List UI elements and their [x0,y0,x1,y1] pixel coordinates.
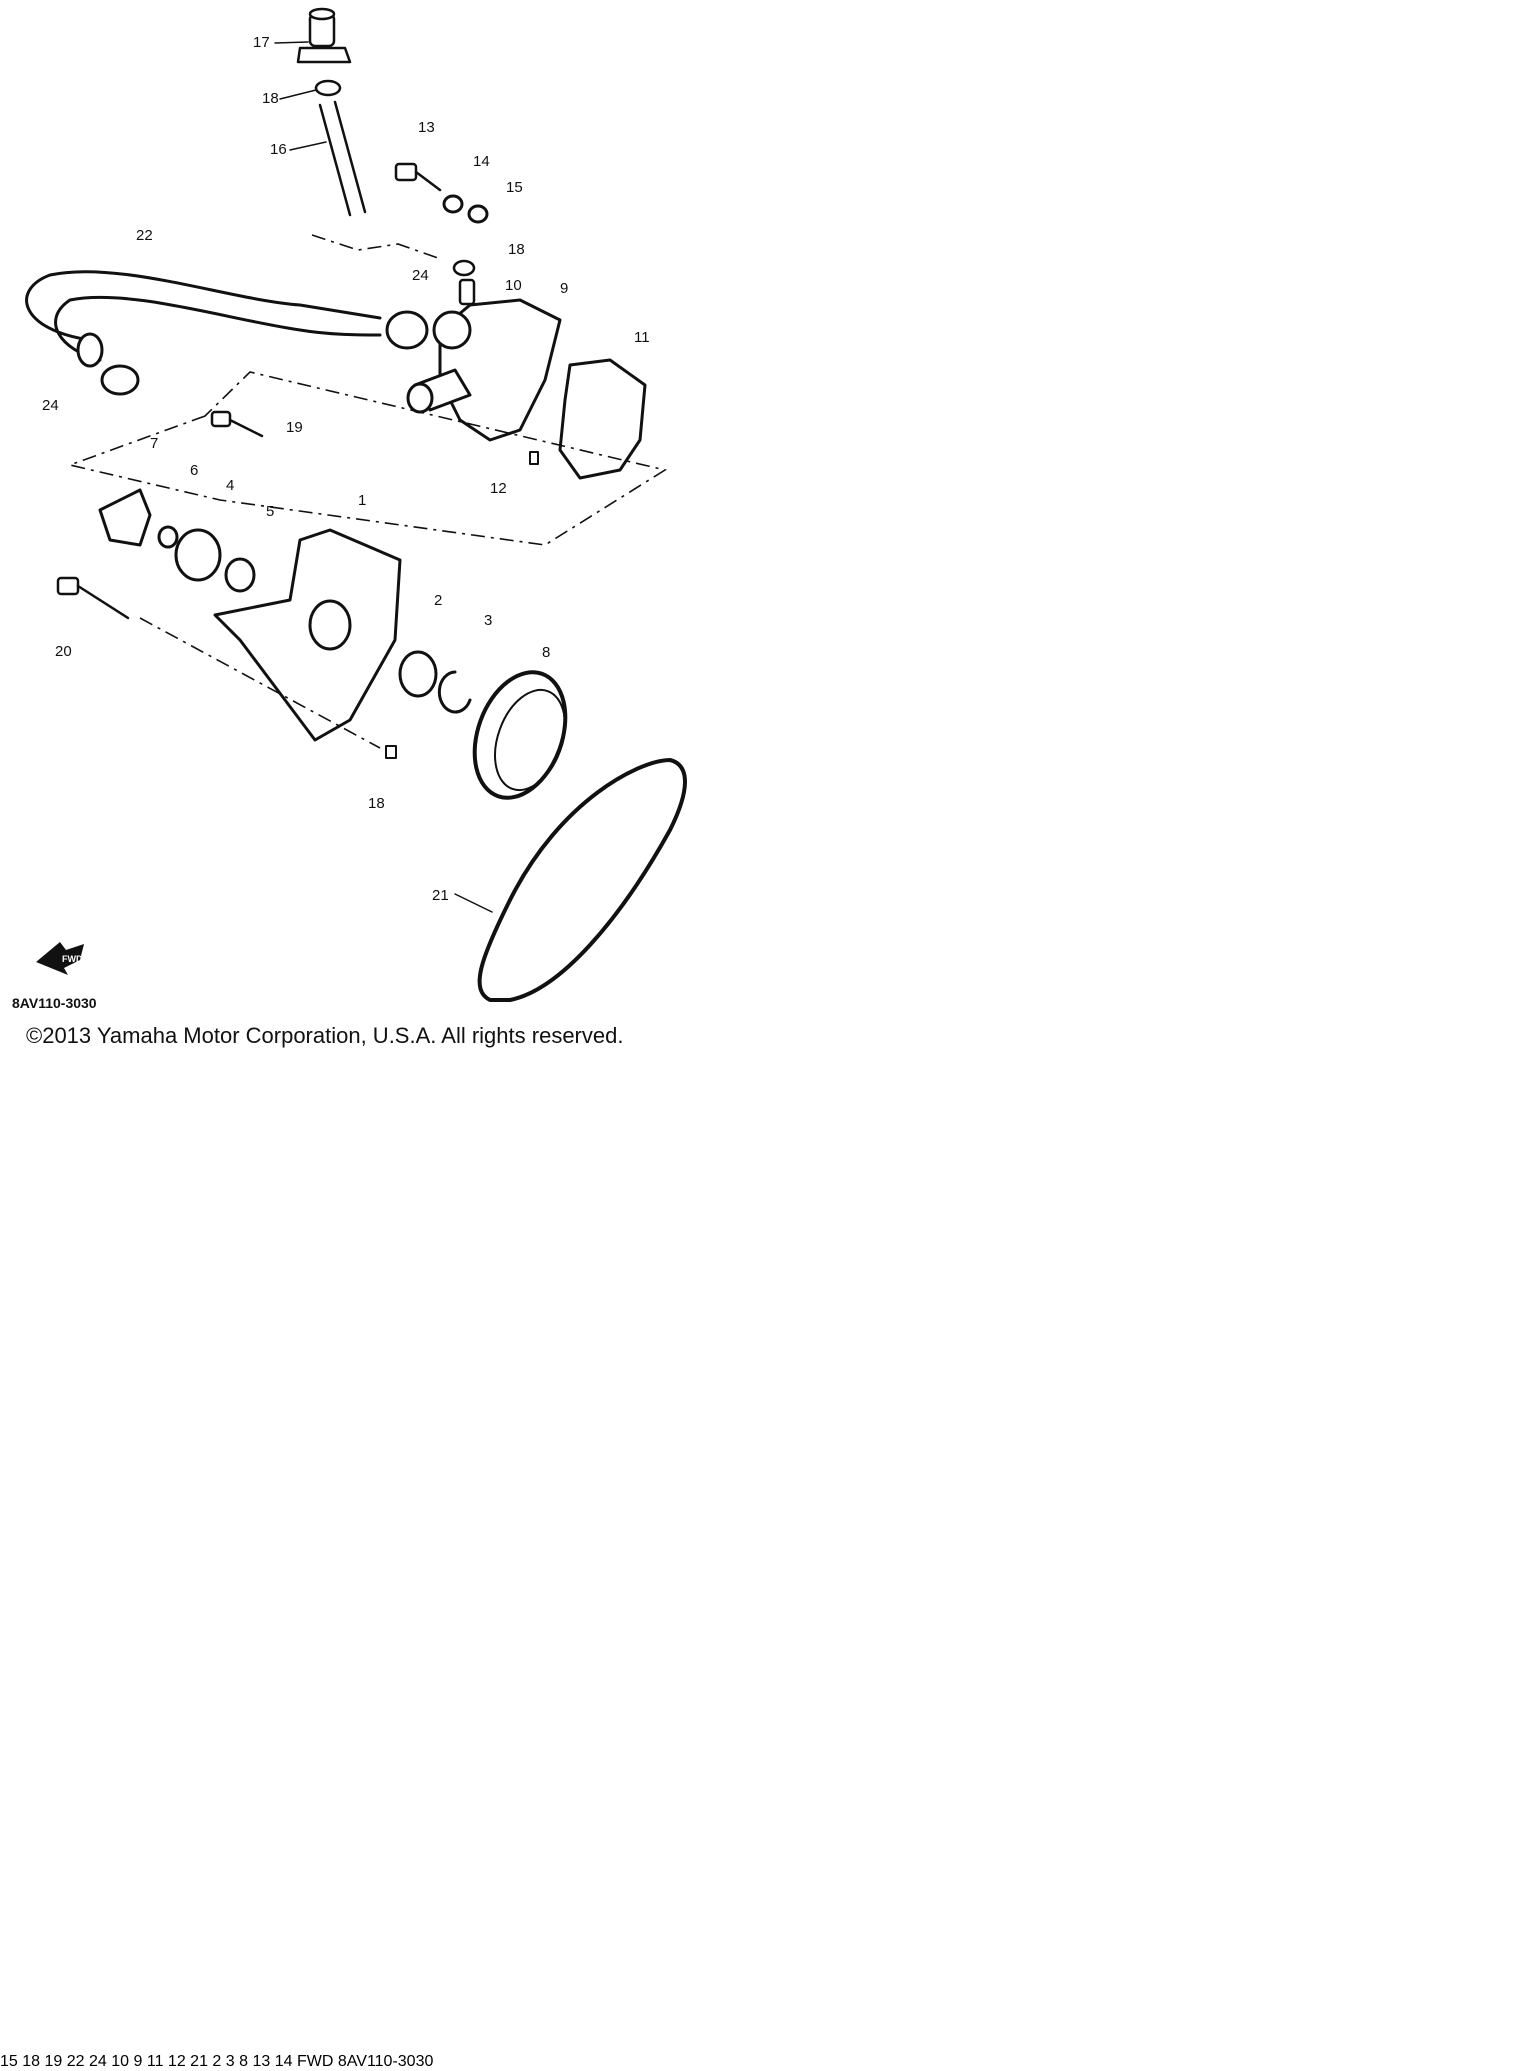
detail-label-24: 24 [89,2053,107,2070]
dowel-pin-part: 2 3 8 13 14 FWD 8AV110-3030 [212,2053,433,2070]
dowel-pin-part: 22 24 10 9 11 12 21 [67,2053,434,2070]
pipe-part [458,278,476,306]
water-hose-part [25,270,382,362]
clip-part [452,259,476,277]
part-label-21: 20 [55,643,72,660]
washer-part [467,204,489,224]
part-label-13: 13 [418,119,435,136]
detail-label-19: 13 [252,2053,271,2070]
detail-label-11: 11 [146,2053,164,2070]
belt-part [477,758,687,1002]
detail-label-8: 8 [239,2053,249,2070]
fwd-arrow-icon: FWD [297,2053,338,2070]
part-label-20: 19 [286,419,303,436]
part-label-18b: 18 [508,241,525,258]
washer-part: 15 18 19 [0,2053,433,2070]
bearing-part [398,650,438,698]
part-label-5: 5 [266,503,274,520]
part-label-23: 22 [136,227,153,244]
detail-label-15: 19 [44,2053,63,2070]
part-label-7: 7 [150,435,158,452]
diagram-code-small: 8AV110-3030 [12,995,97,1011]
pump-housing-part [213,528,402,742]
part-label-11: 11 [634,329,650,346]
part-label-24: 24 [412,267,429,284]
detail-label-22: 14 [274,2053,293,2070]
hose-pipe-part [318,100,367,217]
circlip-part [437,670,472,714]
hose-clamp-part [100,364,140,396]
part-label-4: 4 [226,477,234,494]
detail-label-13: 15 [0,2053,18,2070]
bolt-part [394,162,442,192]
detail-diagram: 15 18 19 [0,2053,433,2070]
detail-label-3: 3 [225,2053,235,2070]
lock-washer-part: 15 18 19 [0,2053,433,2070]
part-label-14: 14 [473,153,490,170]
detail-label-14: 18 [22,2053,41,2070]
part-label-1: 1 [358,492,366,509]
part-label-15: 15 [506,179,523,196]
part-label-9: 9 [560,280,568,297]
detail-label-9: 9 [133,2053,143,2070]
overview-diagram: FWD 8AV110-3030 17 18 16 13 14 15 22 18 … [12,7,687,1011]
detail-label-21-fragment: 21 [190,2053,208,2070]
impeller-part [98,488,152,547]
thermostat-housing-part [296,7,352,64]
part-label-17: 17 [253,34,270,51]
collar-part [224,557,256,593]
copyright-notice: ©2013 Yamaha Motor Corporation, U.S.A. A… [26,1023,624,1048]
bolt-part [56,576,130,620]
detail-label-12: 12 [167,2053,186,2070]
part-label-19: 18 [368,795,385,812]
part-label-16: 16 [270,141,287,158]
detail-label-18: 22 [66,2053,85,2070]
mechanical-seal-part [174,528,222,582]
detail-label-10: 10 [111,2053,130,2070]
part-label-22: 21 [432,887,449,904]
fwd-arrow-icon: FWD [36,942,84,975]
fwd-label: FWD [62,954,83,964]
fwd-label-large: FWD [297,2053,334,2070]
detail-label-2: 2 [212,2053,222,2070]
part-label-12: 12 [490,480,507,497]
pulley-part [472,670,568,800]
gasket-part [558,358,647,480]
part-label-18: 18 [262,90,279,107]
hose-clip-part [314,79,342,97]
part-label-8: 8 [542,644,550,661]
part-label-6: 6 [190,462,198,479]
bolt-part [210,410,264,438]
diagram-code-large: 8AV110-3030 [337,2053,434,2070]
part-label-24b: 24 [42,397,59,414]
part-label-3: 3 [484,612,492,629]
seal-part [157,525,179,549]
hose-clamp-part [385,310,429,350]
lock-washer-part [442,194,464,214]
part-label-2: 2 [434,592,442,609]
circlip-part: 2 3 8 13 14 FWD 8AV110-3030 [212,2053,433,2070]
part-label-10: 10 [505,277,522,294]
